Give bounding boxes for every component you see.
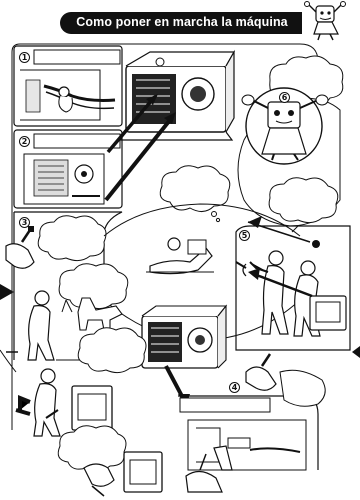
- step-number-6: 6: [279, 92, 290, 103]
- step-number-2: 2: [19, 136, 30, 147]
- panel-step-2: [14, 130, 122, 208]
- resting-person-illustration: [146, 238, 214, 274]
- step-number-4: 4: [229, 382, 240, 393]
- step-number-5: 5: [239, 230, 250, 241]
- step-number-3: 3: [19, 217, 30, 228]
- panel-step-4: [178, 396, 318, 470]
- panel-step-1: [14, 46, 122, 126]
- generator-illustration-top: [120, 52, 234, 140]
- mascot-icon: [305, 2, 346, 41]
- step-number-1: 1: [19, 52, 30, 63]
- generator-illustration-middle: [142, 306, 226, 406]
- hand-key-illustration: [6, 226, 34, 268]
